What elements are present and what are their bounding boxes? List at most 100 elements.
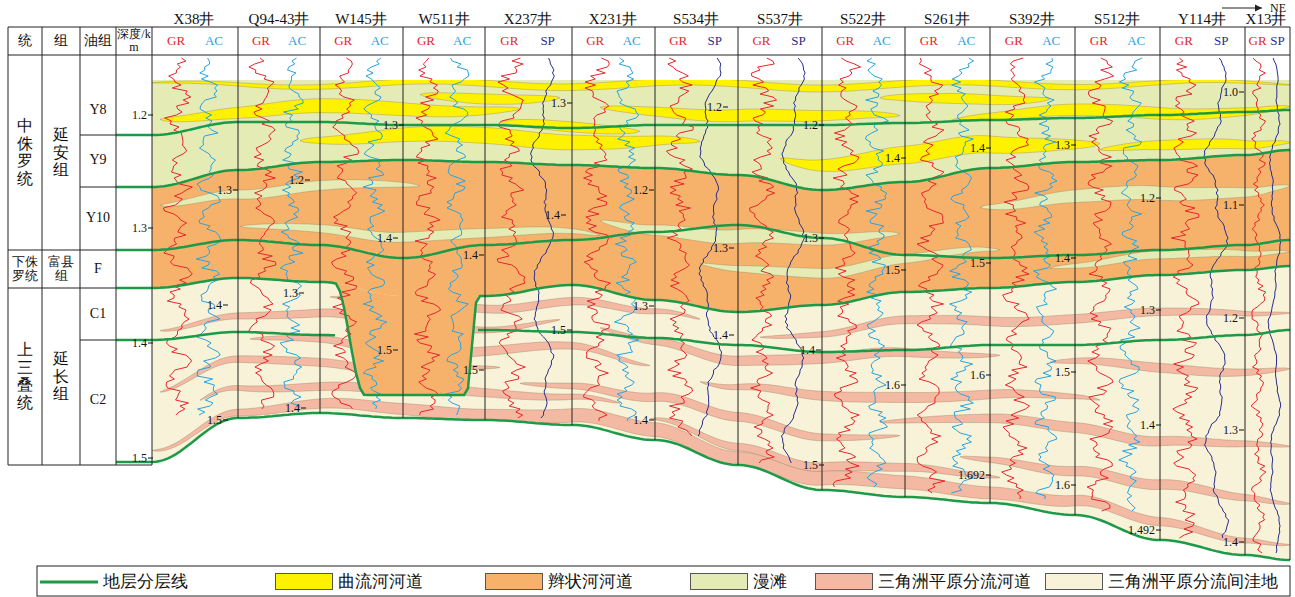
curve-label: GR [836, 33, 854, 49]
floodplain-lens [700, 247, 1000, 278]
curve-label: SP [791, 33, 805, 49]
depth-tick [1156, 425, 1161, 426]
curve-label: AC [453, 33, 471, 49]
depth-label: 1.3 [803, 231, 818, 245]
depth-label: 1.5 [132, 451, 147, 465]
depth-label: 1.3 [633, 299, 648, 313]
depth-tick [1156, 530, 1161, 531]
curve-label: GR [1090, 33, 1108, 49]
log-curve [196, 58, 221, 415]
curve-label: GR [1249, 33, 1267, 49]
table-line [42, 27, 43, 465]
depth-tick [561, 215, 566, 216]
curve-label: GR [252, 33, 270, 49]
depth-tick [986, 263, 991, 264]
depth-tick [1239, 318, 1244, 319]
curve-label: AC [1127, 33, 1145, 49]
depth-label: 1.4 [463, 248, 478, 262]
depth-label: 1.3 [383, 118, 398, 132]
gr-log-curve [667, 58, 694, 436]
depth-label: 1.4 [207, 298, 222, 312]
well-column-line [1245, 27, 1246, 555]
legend-text: 曲流河河道 [338, 572, 423, 592]
depth-label: 1.4 [132, 336, 147, 350]
curve-label: SP [1270, 33, 1284, 49]
depth-tick [393, 350, 398, 351]
curve-label: GR [334, 33, 352, 49]
well-column-line [905, 27, 906, 497]
depth-tick [1071, 485, 1076, 486]
horizon-line [116, 225, 1290, 258]
well-name: Y114井 [1178, 10, 1226, 28]
depth-label: 1.2 [289, 173, 304, 187]
well-name: W145井 [335, 10, 387, 28]
depth-tick [399, 125, 404, 126]
gr-log-curve [163, 58, 192, 415]
depth-label: 1.4 [285, 401, 300, 415]
depth-tick [901, 158, 906, 159]
table-line [8, 250, 116, 251]
depth-label: 1.5 [1055, 365, 1070, 379]
depth-tick [729, 248, 734, 249]
depth-tick [901, 385, 906, 386]
legend-text: 三角洲平原分流间洼地 [1108, 572, 1278, 592]
depth-tick [986, 475, 991, 476]
oil-group: C1 [90, 306, 106, 323]
legend-line-sample [40, 581, 98, 584]
curve-label: AC [371, 33, 389, 49]
depth-label: 1.3 [1223, 423, 1238, 437]
depth-label: 1.5 [885, 263, 900, 277]
depth-label: 1.3 [132, 221, 147, 235]
log-curve [782, 58, 806, 463]
depth-label: 1.692 [958, 468, 985, 482]
depth-tick [649, 420, 654, 421]
depth-tick [901, 270, 906, 271]
depth-tick [986, 375, 991, 376]
legend-text: 辫状河河道 [548, 572, 633, 592]
depth-tick [1071, 372, 1076, 373]
series-name: 上三叠统 [17, 341, 33, 411]
gr-log-curve [1002, 58, 1030, 499]
log-curve [1204, 58, 1229, 538]
well-name: S261井 [924, 10, 970, 28]
depth-label: 1.4 [633, 413, 648, 427]
depth-label: 1.2 [132, 108, 147, 122]
curve-label: GR [417, 33, 435, 49]
well-column-line [572, 27, 573, 425]
depth-tick [649, 190, 654, 191]
legend-swatch [815, 573, 873, 590]
depth-tick [1156, 310, 1161, 311]
depth-label: 1.2 [1140, 191, 1155, 205]
curve-label: SP [708, 33, 722, 49]
log-curve [1119, 58, 1142, 511]
depth-tick [1071, 258, 1076, 259]
depth-tick [819, 125, 824, 126]
gr-log-curve [1171, 58, 1199, 538]
legend-swatch [485, 573, 543, 590]
depth-label: 1.3 [217, 183, 232, 197]
depth-label: 1.2 [633, 183, 648, 197]
gr-log-curve [249, 58, 276, 409]
depth-tick [1239, 542, 1244, 543]
curve-label: GR [167, 33, 185, 49]
distributary-channel [152, 398, 1290, 546]
horizon-line [116, 110, 1290, 135]
well-name: X13井 [1246, 10, 1287, 28]
legend-text: 三角洲平原分流河道 [878, 572, 1031, 592]
depth-label: 1.5 [551, 323, 566, 337]
interdistributary-fill [152, 80, 1290, 560]
depth-label: 1.4 [1223, 535, 1238, 549]
depth-tick [816, 350, 821, 351]
log-curve [950, 58, 974, 493]
depth-label: 1.4 [1055, 251, 1070, 265]
gr-log-curve [497, 58, 525, 418]
well-column-line [320, 27, 321, 413]
gr-log-curve [750, 58, 777, 463]
meandering-channel [1100, 139, 1290, 151]
well-column-line [152, 27, 153, 465]
curve-label: GR [1005, 33, 1023, 49]
legend-text: 地层分层线 [103, 572, 188, 592]
well-name: S537井 [757, 10, 803, 28]
depth-tick [819, 465, 824, 466]
depth-label: 1.6 [970, 368, 985, 382]
